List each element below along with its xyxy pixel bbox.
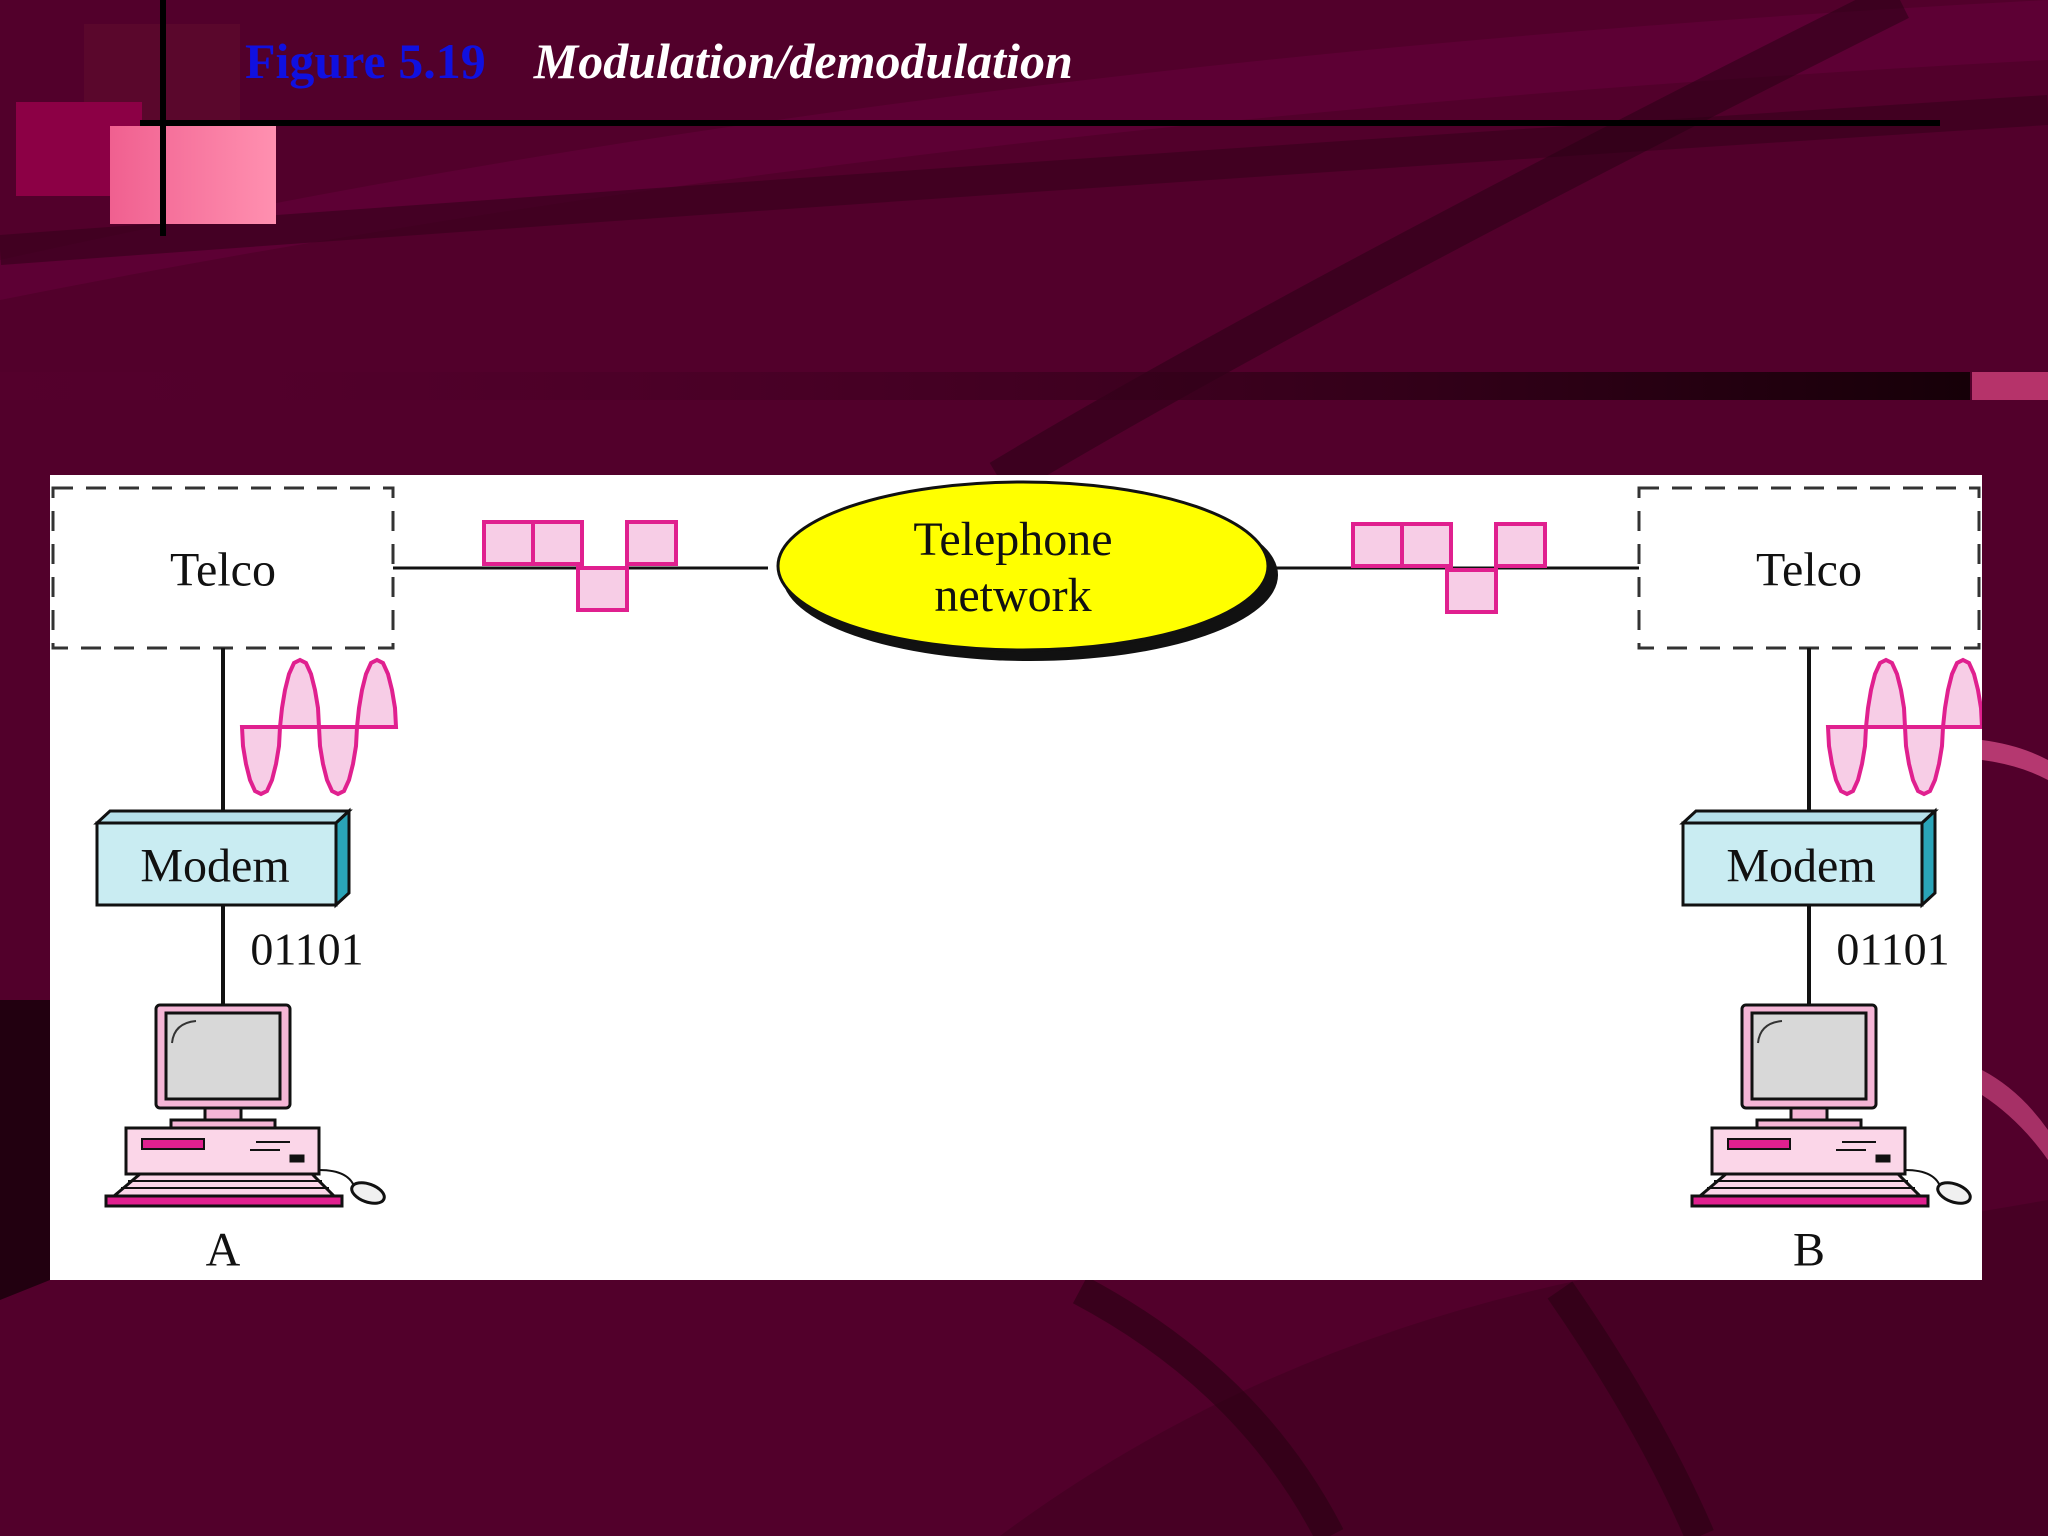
digital-signal-left [482, 520, 678, 612]
swoosh-top [0, 0, 2048, 300]
bits-label-right: 01101 [1836, 923, 1950, 975]
telephone-network-cloud [776, 480, 1270, 652]
figure-caption: Modulation/demodulation [533, 33, 1073, 89]
modem-right [1679, 807, 1939, 909]
digital-signal-right [1351, 522, 1547, 614]
deco-vertical-line [160, 0, 166, 236]
band-accent [1972, 372, 2048, 400]
modulation-diagram: Telco Telco Telephone network Modem Mode… [50, 475, 1982, 1280]
telco-label-left: Telco [170, 543, 276, 597]
network-label: Telephone network [913, 512, 1112, 624]
telco-label-right: Telco [1756, 543, 1862, 597]
figure-number: Figure 5.19 [245, 33, 486, 89]
horizontal-band [0, 372, 1970, 400]
title-underline [140, 120, 1940, 126]
modem-label-left: Modem [140, 839, 290, 893]
left-shadow [0, 1000, 50, 1300]
station-label-a: A [205, 1223, 241, 1277]
computer-b-icon [1690, 1003, 1972, 1208]
network-label-line1: Telephone [913, 513, 1113, 566]
swoosh-dark [0, 95, 2048, 265]
modem-left [93, 807, 353, 909]
bits-label-left: 01101 [250, 923, 364, 975]
computer-a-icon [104, 1003, 386, 1208]
modem-label-right: Modem [1726, 839, 1876, 893]
deco-square-pink [110, 126, 276, 224]
diagram-graphics [51, 480, 1982, 1208]
network-label-line2: network [934, 569, 1092, 622]
swoosh-diagonal [989, 0, 1909, 498]
station-label-b: B [1792, 1223, 1826, 1277]
slide-title: Figure 5.19 Modulation/demodulation [245, 32, 1073, 90]
